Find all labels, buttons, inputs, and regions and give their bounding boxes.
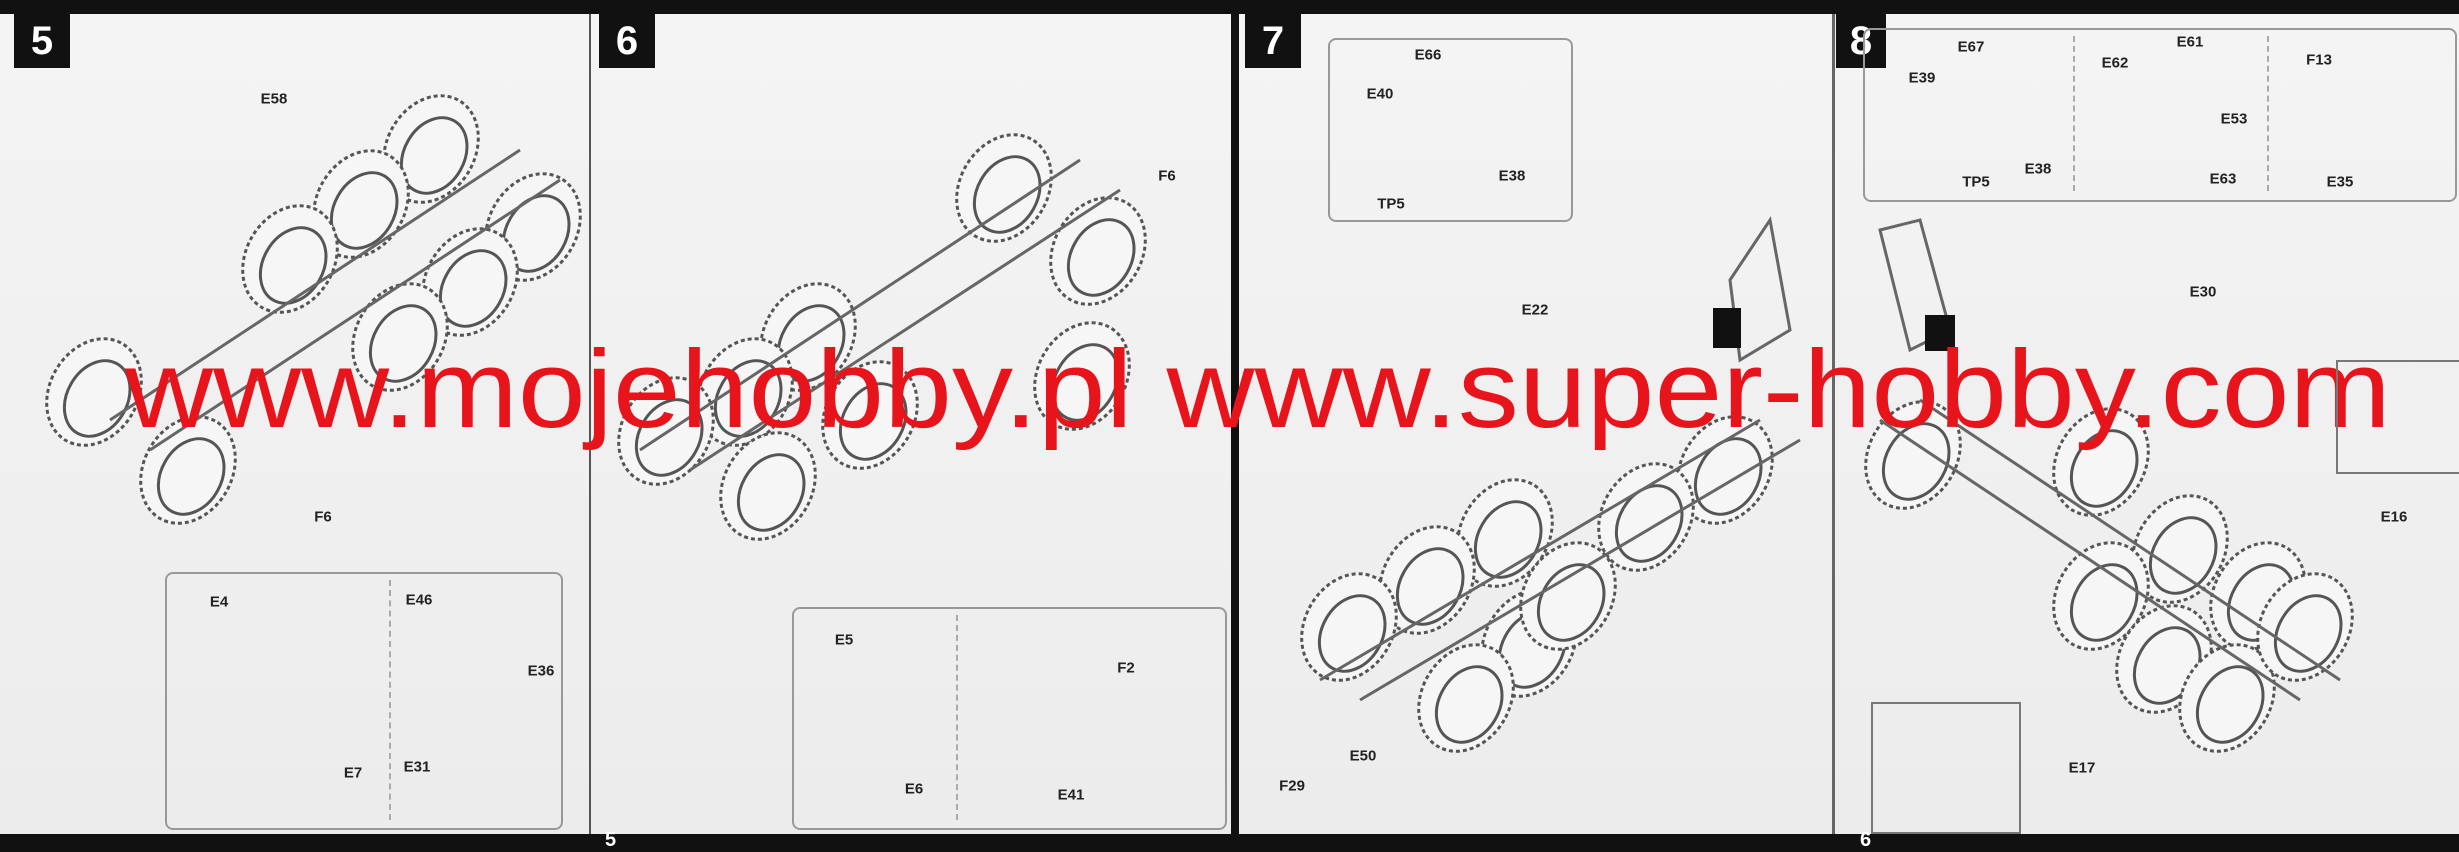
part-label: E40 bbox=[1366, 85, 1394, 103]
part-label: F2 bbox=[1117, 659, 1135, 677]
detail-inset bbox=[1328, 38, 1573, 222]
chassis-frame bbox=[1319, 418, 1801, 702]
chassis-frame bbox=[109, 148, 561, 452]
inset-divider bbox=[2073, 36, 2075, 191]
wheel-hub bbox=[368, 304, 438, 383]
step-badge: 6 bbox=[599, 14, 655, 68]
wheel-hub bbox=[838, 382, 908, 461]
part-label: E50 bbox=[1349, 747, 1377, 765]
part-label: TP5 bbox=[1962, 173, 1990, 191]
chassis-frame bbox=[639, 158, 1121, 472]
inset-divider bbox=[2267, 36, 2269, 191]
part-label: E30 bbox=[2189, 283, 2217, 301]
callout-box bbox=[2336, 360, 2459, 474]
part-label: E46 bbox=[405, 591, 433, 609]
part-label: E5 bbox=[834, 631, 854, 649]
inset-divider bbox=[389, 580, 391, 820]
wheel-hub bbox=[399, 116, 469, 195]
part-label: E53 bbox=[2220, 110, 2248, 128]
part-label: E16 bbox=[2380, 508, 2408, 526]
part-label: E62 bbox=[2101, 54, 2129, 72]
wheel-hub bbox=[2195, 665, 2265, 744]
callout-box bbox=[1871, 702, 2021, 834]
wheel-hub bbox=[1050, 343, 1120, 422]
part-label: E66 bbox=[1414, 46, 1442, 64]
step-badge: 5 bbox=[14, 14, 70, 68]
wheel-hub bbox=[1693, 437, 1763, 516]
part-label: E22 bbox=[1521, 301, 1549, 319]
wheel-hub bbox=[1066, 218, 1136, 297]
watermark-text: www.mojehobby.pl www.super-hobby.com bbox=[124, 328, 2391, 451]
wheel-hub bbox=[1614, 484, 1684, 563]
wheel-hub bbox=[2273, 594, 2343, 673]
part-label: E7 bbox=[343, 764, 363, 782]
wheel-hub bbox=[438, 249, 508, 328]
part-label: E38 bbox=[2024, 160, 2052, 178]
wheel-hub bbox=[972, 155, 1042, 234]
step-badge: 7 bbox=[1245, 14, 1301, 68]
part-label: E17 bbox=[2068, 759, 2096, 777]
part-label: E4 bbox=[209, 593, 229, 611]
page-number: 5 bbox=[605, 829, 617, 851]
part-label: F13 bbox=[2306, 51, 2332, 69]
part-label: E36 bbox=[527, 662, 555, 680]
part-label: E58 bbox=[260, 90, 288, 108]
wheel-hub bbox=[2069, 429, 2139, 508]
wheel-hub bbox=[2069, 563, 2139, 642]
black-panel bbox=[1925, 315, 1955, 351]
page-number: 6 bbox=[1860, 829, 1872, 851]
wheel-hub bbox=[329, 171, 399, 250]
part-label: E61 bbox=[2176, 33, 2204, 51]
wheel-hub bbox=[2148, 516, 2218, 595]
chassis-frame bbox=[1879, 398, 2341, 702]
part-label: E31 bbox=[403, 758, 431, 776]
part-label: E39 bbox=[1908, 69, 1936, 87]
detail-inset bbox=[1863, 28, 2457, 202]
part-label: E63 bbox=[2209, 170, 2237, 188]
wheel-hub bbox=[1881, 422, 1951, 501]
part-label: F29 bbox=[1279, 777, 1305, 795]
inset-divider bbox=[956, 615, 958, 820]
detail-inset bbox=[165, 572, 563, 830]
part-label: E38 bbox=[1498, 167, 1526, 185]
wheel-hub bbox=[736, 453, 806, 532]
step-badge: 8 bbox=[1836, 14, 1886, 68]
page-divider bbox=[1832, 14, 1835, 834]
part-label: TP5 bbox=[1377, 195, 1405, 213]
wheel-hub bbox=[156, 437, 226, 516]
wheel-hub bbox=[1434, 665, 1504, 744]
detail-inset bbox=[792, 607, 1227, 830]
page-divider bbox=[589, 14, 591, 834]
part-label: E67 bbox=[1957, 38, 1985, 56]
part-label: E41 bbox=[1057, 786, 1085, 804]
part-label: E35 bbox=[2326, 173, 2354, 191]
part-label: F6 bbox=[1158, 167, 1176, 185]
black-panel bbox=[1713, 308, 1741, 348]
part-label: F6 bbox=[314, 508, 332, 526]
part-label: E6 bbox=[904, 780, 924, 798]
